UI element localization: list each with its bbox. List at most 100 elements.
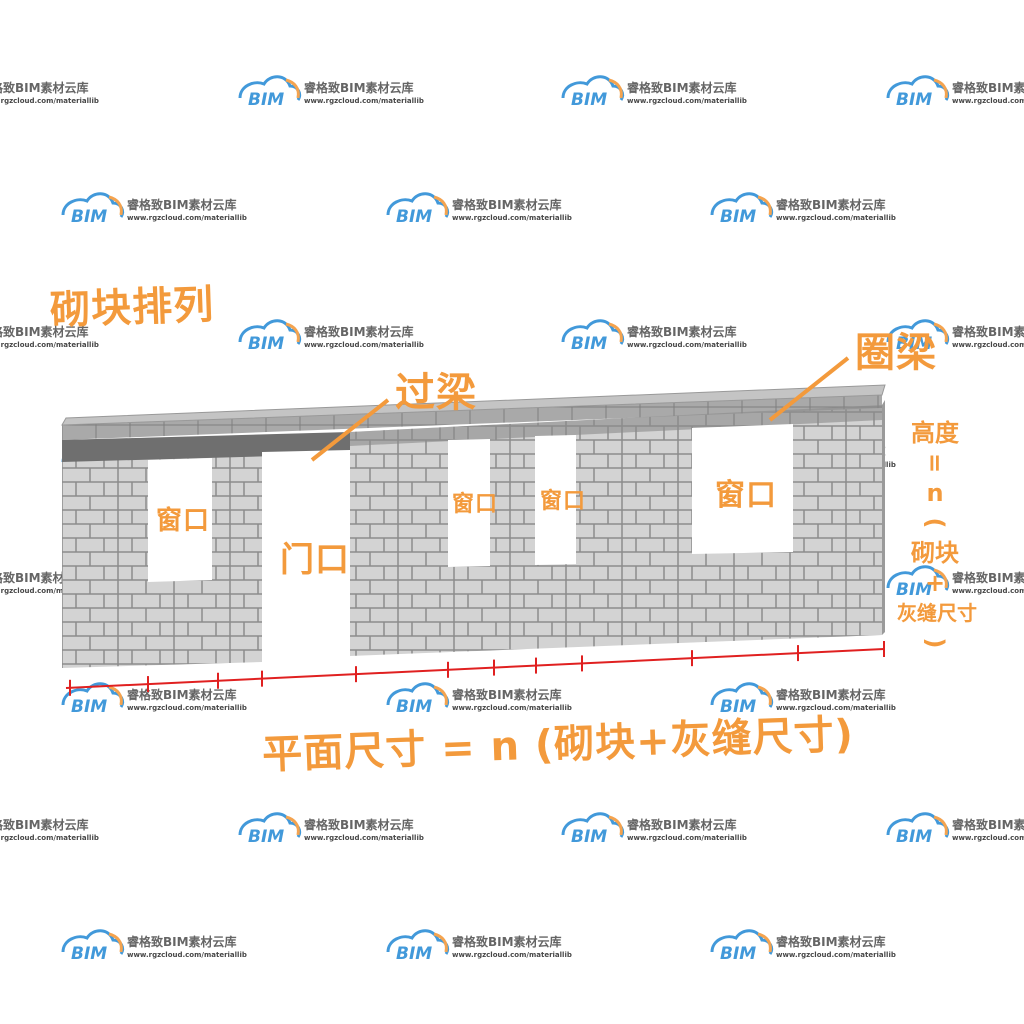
- window-opening-2: [448, 439, 490, 567]
- block-wall: [61, 384, 886, 668]
- watermark: BIM 睿格致BIM素材云库 www.rgzcloud.com/materialli…: [886, 319, 1024, 354]
- watermark: BIM 睿格致BIM素材云库 www.rgzcloud.com/materialli…: [61, 682, 247, 717]
- svg-text:BIM: BIM: [571, 90, 607, 110]
- svg-text:睿格致BIM素材云库: 睿格致BIM素材云库: [627, 817, 737, 832]
- watermark: BIM睿格致BIM素材云库www.rgzcloud.com/materialli…: [710, 192, 896, 227]
- cloud-bim-logo-icon: BIM: [61, 192, 125, 227]
- svg-text:BIM: BIM: [71, 944, 107, 964]
- svg-text:BIM: BIM: [571, 827, 607, 847]
- cloud-bim-logo-icon: BIM: [886, 319, 950, 354]
- watermark: BIM 睿格致BIM素材云库 www.rgzcloud.com/materialli…: [561, 75, 747, 110]
- wall-side-face: [882, 400, 885, 635]
- svg-text:www.rgzcloud.com/materiallib: www.rgzcloud.com/materiallib: [127, 951, 247, 959]
- svg-text:www.rgzcloud.com/materiallib: www.rgzcloud.com/materiallib: [776, 951, 896, 959]
- svg-text:睿格致BIM素材云库: 睿格致BIM素材云库: [627, 80, 737, 95]
- cloud-bim-logo-icon: BIM: [886, 812, 950, 847]
- svg-text:睿格致BIM素材云库: 睿格致BIM素材云库: [452, 934, 562, 949]
- watermark: BIM 睿格致BIM素材云库 www.rgzcloud.com/materialli…: [561, 812, 747, 847]
- ring-beam-label: 圈梁: [855, 330, 937, 376]
- svg-text:睿格致BIM素材云库: 睿格致BIM素材云库: [952, 817, 1024, 832]
- svg-text:BIM: BIM: [571, 334, 607, 354]
- dimension-line: [65, 641, 885, 696]
- window-label-2: 窗口: [452, 492, 499, 517]
- watermark: BIM睿格致BIM素材云库www.rgzcloud.com/materialli…: [886, 812, 1024, 847]
- watermark-layer: BIM睿格致BIM素材云库www.rgzcloud.com/materialli…: [0, 75, 1024, 964]
- svg-text:www.rgzcloud.com/materiallib: www.rgzcloud.com/materiallib: [0, 587, 99, 595]
- height-formula-part: n: [926, 479, 944, 507]
- svg-text:www.rgzcloud.com/materiallib: www.rgzcloud.com/materiallib: [0, 341, 99, 349]
- cloud-bim-logo-icon: BIM: [710, 929, 774, 964]
- ring-beam: [62, 395, 882, 440]
- height-formula-part: 高度: [911, 419, 959, 447]
- svg-text:BIM: BIM: [896, 580, 932, 600]
- svg-text:www.rgzcloud.com/materiallib: www.rgzcloud.com/materiallib: [952, 341, 1024, 349]
- door-label: 门口: [280, 540, 350, 580]
- watermark: BIM睿格致BIM素材云库www.rgzcloud.com/materialli…: [886, 75, 1024, 110]
- svg-text:睿格致BIM素材云库: 睿格致BIM素材云库: [627, 324, 737, 339]
- cloud-bim-logo-icon: BIM: [61, 929, 125, 964]
- svg-text:BIM: BIM: [396, 207, 432, 227]
- svg-text:www.rgzcloud.com/materiallib: www.rgzcloud.com/materiallib: [0, 834, 99, 842]
- watermark: BIM睿格致BIM素材云库www.rgzcloud.com/materialli…: [0, 817, 99, 842]
- cloud-bim-logo-icon: BIM: [386, 929, 450, 964]
- ring-beam-top: [61, 384, 886, 426]
- svg-text:www.rgzcloud.com/materiallib: www.rgzcloud.com/materiallib: [127, 704, 247, 712]
- window-label-1: 窗口: [156, 506, 211, 536]
- height-formula-part: (: [921, 517, 949, 529]
- door-opening: [262, 450, 350, 662]
- window-label-3: 窗口: [540, 489, 587, 514]
- watermark: BIM 睿格致BIM素材云库 www.rgzcloud.com/materialli…: [386, 192, 572, 227]
- svg-text:睿格致BIM素材云库: 睿格致BIM素材云库: [127, 934, 237, 949]
- svg-text:www.rgzcloud.com/materiallib: www.rgzcloud.com/materiallib: [452, 214, 572, 222]
- svg-text:睿格致BIM素材云库: 睿格致BIM素材云库: [952, 324, 1024, 339]
- window-opening-1: [148, 458, 212, 582]
- window-opening-3: [535, 435, 576, 565]
- svg-text:www.rgzcloud.com/materiallib: www.rgzcloud.com/materiallib: [304, 341, 424, 349]
- window-label-4: 窗口: [715, 478, 777, 513]
- cloud-bim-logo-icon: BIM: [238, 812, 302, 847]
- wall-segment-right: [350, 405, 882, 656]
- svg-text:www.rgzcloud.com/materiallib: www.rgzcloud.com/materiallib: [627, 97, 747, 105]
- height-formula: 高度 = n ( 砌块 + 灰缝尺寸 ): [897, 418, 977, 658]
- svg-text:睿格致BIM素材云库: 睿格致BIM素材云库: [452, 687, 562, 702]
- svg-text:BIM: BIM: [720, 944, 756, 964]
- svg-text:BIM: BIM: [896, 90, 932, 110]
- cloud-bim-logo-icon: BIM: [238, 75, 302, 110]
- svg-text:BIM: BIM: [896, 334, 932, 354]
- svg-text:BIM: BIM: [71, 697, 107, 717]
- watermark: BIM睿格致BIM素材云库www.rgzcloud.com/materialli…: [561, 319, 747, 354]
- svg-text:www.rgzcloud.com/materiallib: www.rgzcloud.com/materiallib: [776, 214, 896, 222]
- svg-text:睿格致BIM素材云库: 睿格致BIM素材云库: [776, 934, 886, 949]
- watermark: BIM睿格致BIM素材云库www.rgzcloud.com/materialli…: [710, 682, 896, 717]
- lintel-right: [350, 405, 882, 446]
- svg-text:www.rgzcloud.com/materiallib: www.rgzcloud.com/materiallib: [627, 834, 747, 842]
- watermark: BIM睿格致BIM素材云库www.rgzcloud.com/materialli…: [238, 319, 424, 354]
- cloud-bim-logo-icon: BIM: [386, 682, 450, 717]
- svg-text:睿格致BIM素材云库: 睿格致BIM素材云库: [127, 687, 237, 702]
- svg-text:睿格致BIM素材云库: 睿格致BIM素材云库: [0, 324, 89, 339]
- svg-text:睿格致BIM素材云库: 睿格致BIM素材云库: [452, 197, 562, 212]
- svg-text:BIM: BIM: [248, 90, 284, 110]
- svg-text:BIM: BIM: [720, 207, 756, 227]
- svg-text:www.rgzcloud.com/materiallib: www.rgzcloud.com/materiallib: [452, 704, 572, 712]
- svg-text:睿格致BIM素材云库: 睿格致BIM素材云库: [304, 324, 414, 339]
- height-formula-part: +: [924, 569, 946, 597]
- svg-text:睿格致BIM素材云库: 睿格致BIM素材云库: [127, 197, 237, 212]
- svg-text:www.rgzcloud.com/materiallib: www.rgzcloud.com/materiallib: [127, 214, 247, 222]
- svg-text:www.rgzcloud.com/materiallib: www.rgzcloud.com/materiallib: [776, 704, 896, 712]
- watermark: BIM睿格致BIM素材云库www.rgzcloud.com/materialli…: [886, 565, 1024, 600]
- watermark: BIM 睿格致BIM素材云库 www.rgzcloud.com/materialli…: [61, 192, 247, 227]
- svg-text:www.rgzcloud.com/materiallib: www.rgzcloud.com/materiallib: [0, 97, 99, 105]
- cloud-bim-logo-icon: BIM: [561, 812, 625, 847]
- lintel-label: 过梁: [395, 370, 477, 416]
- watermark: BIM睿格致BIM素材云库www.rgzcloud.com/materialli…: [238, 75, 424, 110]
- cloud-bim-logo-icon: BIM: [61, 682, 125, 717]
- lintel-leader: [310, 398, 390, 462]
- svg-text:BIM: BIM: [71, 207, 107, 227]
- diagram-title: 砌块排列: [49, 282, 215, 334]
- cloud-bim-logo-icon: BIM: [561, 75, 625, 110]
- cloud-bim-logo-icon: BIM: [710, 192, 774, 227]
- svg-text:BIM: BIM: [896, 827, 932, 847]
- svg-text:睿格致BIM素材云库: 睿格致BIM素材云库: [304, 817, 414, 832]
- height-formula-part: 灰缝尺寸: [897, 601, 977, 625]
